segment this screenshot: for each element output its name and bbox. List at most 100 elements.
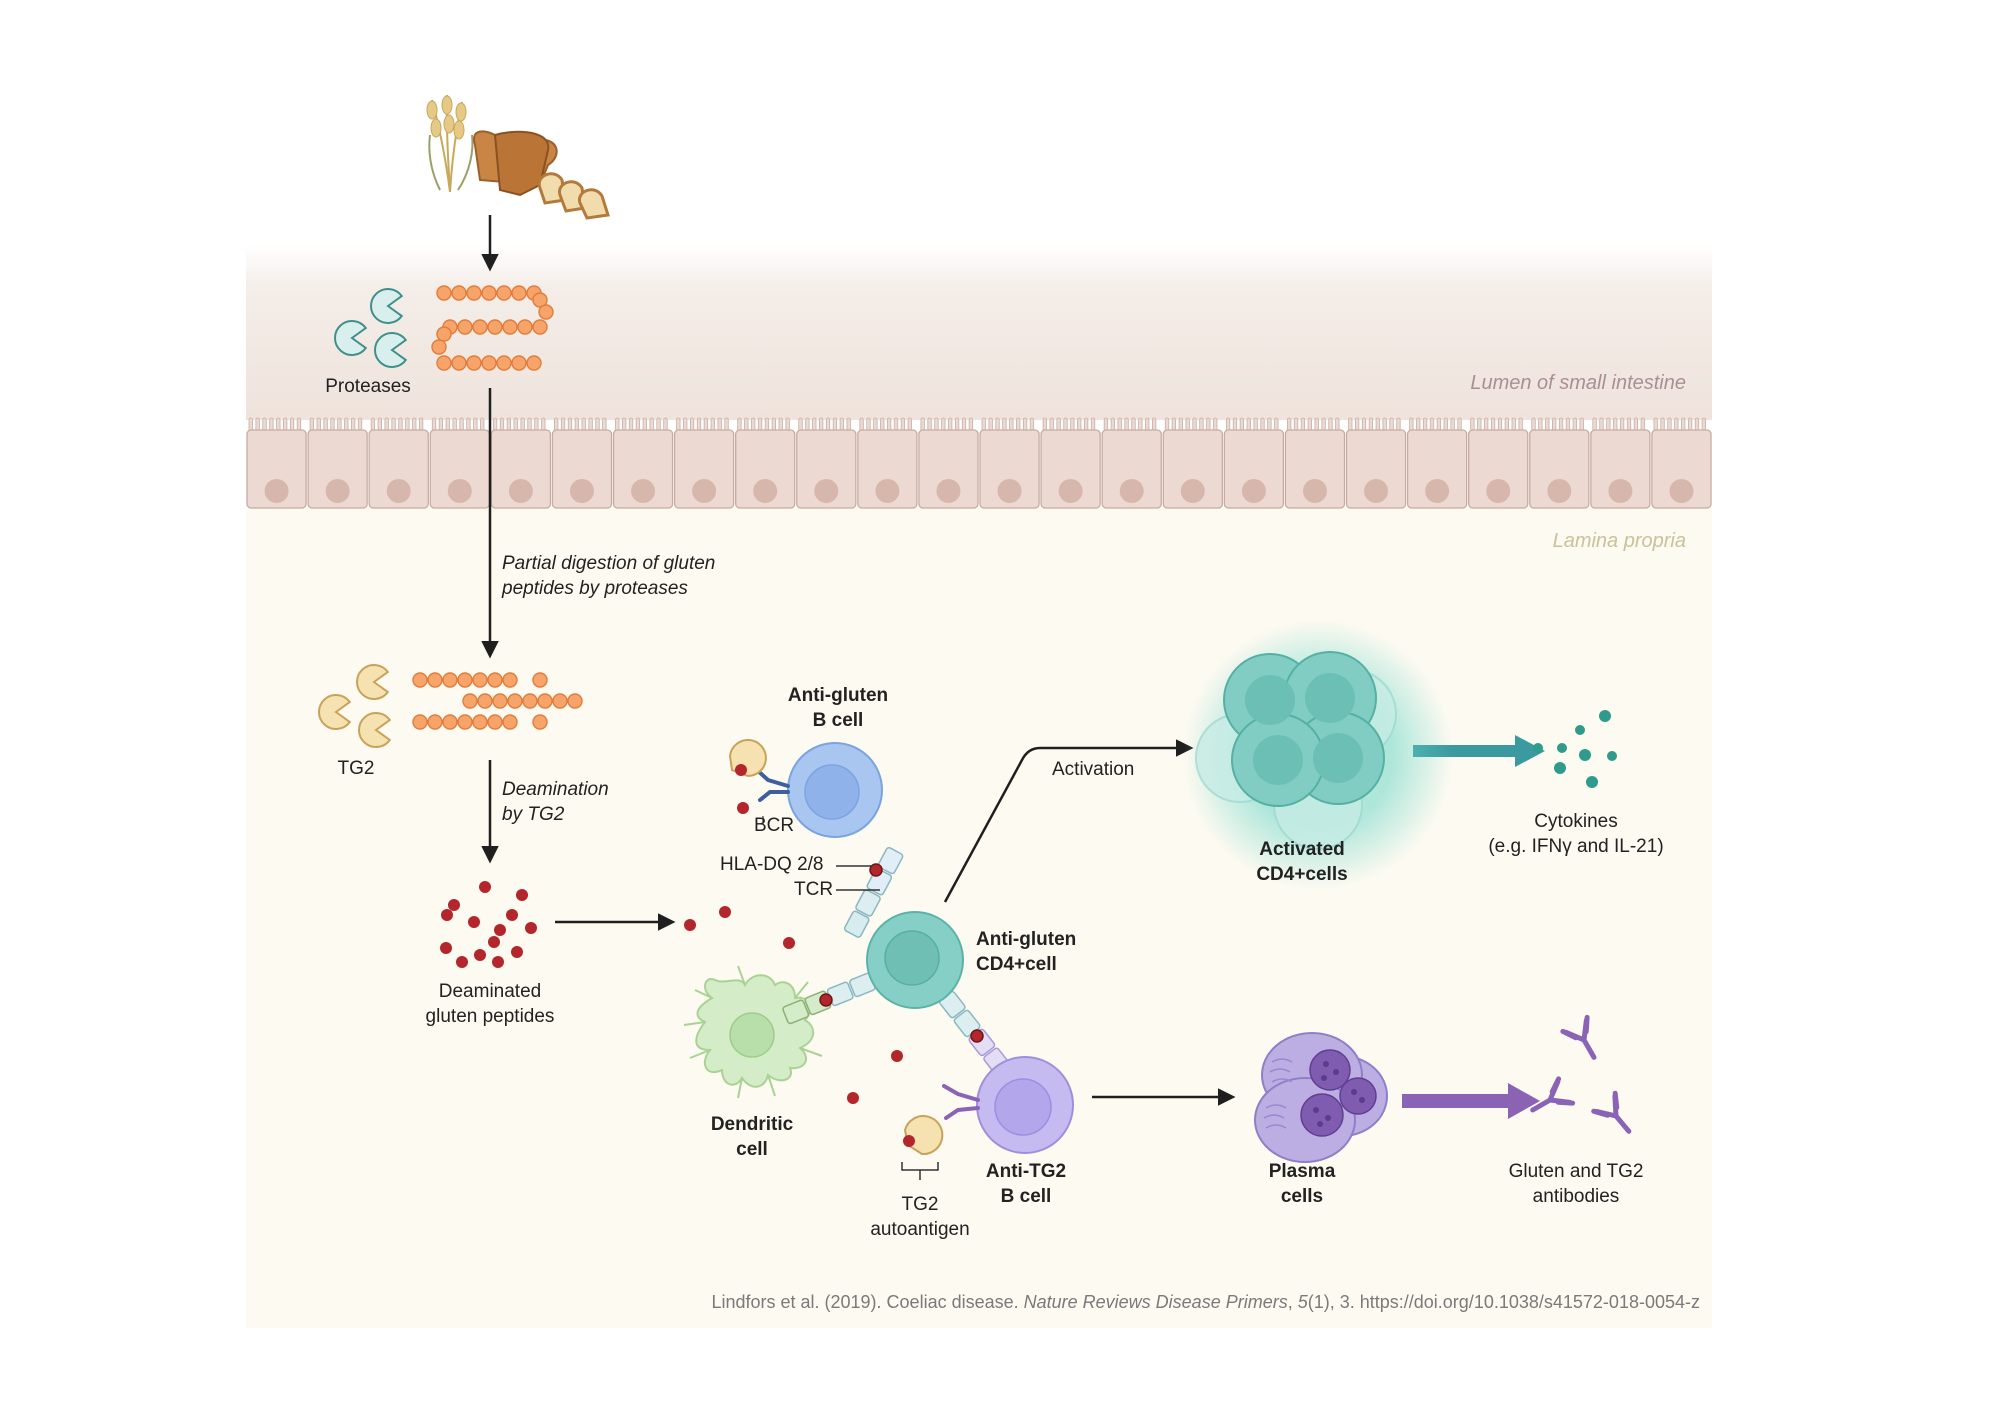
gluten-bead bbox=[436, 285, 452, 301]
activated-line-2: CD4+cells bbox=[1256, 863, 1348, 885]
gluten-bead bbox=[412, 714, 428, 730]
peptide-dot bbox=[511, 946, 523, 958]
activation-label: Activation bbox=[1052, 759, 1135, 780]
gluten-bead bbox=[496, 355, 512, 371]
peptide-dot bbox=[440, 942, 452, 954]
epithelial-cell bbox=[1162, 417, 1223, 509]
epithelial-cell bbox=[1468, 417, 1529, 509]
antibody-icons bbox=[1530, 1014, 1632, 1134]
anti-gluten-cd4-cell bbox=[866, 911, 964, 1009]
activated-cd4-label: Activated CD4+cells bbox=[1256, 838, 1347, 887]
epithelial-cell bbox=[1651, 417, 1712, 509]
gluten-bead bbox=[511, 355, 527, 371]
tg2-label: TG2 bbox=[337, 758, 375, 779]
protease-icon bbox=[374, 332, 408, 368]
deamination-label: Deamination by TG2 bbox=[502, 778, 609, 827]
plasma-cells bbox=[1254, 1032, 1388, 1163]
deaminated-peptides bbox=[440, 881, 537, 968]
epithelial-cell bbox=[918, 417, 979, 509]
gluten-bead bbox=[532, 672, 548, 688]
tg2-autoantigen-label: TG2 autoantigen bbox=[870, 1193, 969, 1242]
gluten-bead bbox=[442, 714, 458, 730]
peptide-dot bbox=[474, 949, 486, 961]
activated-line-1: Activated bbox=[1259, 839, 1345, 860]
lamina-propria-label: Lamina propria bbox=[1552, 530, 1686, 552]
peptide-dot bbox=[479, 881, 491, 893]
citation: Lindfors et al. (2019). Coeliac disease.… bbox=[711, 1292, 1700, 1313]
peptide-dot bbox=[516, 889, 528, 901]
antibody-release-arrow bbox=[1402, 1083, 1540, 1119]
tg2-autoantigen bbox=[903, 1115, 944, 1156]
cytokines-line-1: Cytokines bbox=[1534, 811, 1618, 832]
gluten-bead bbox=[472, 319, 488, 335]
bread-icon bbox=[473, 130, 610, 220]
anti-tg2-b-cell bbox=[976, 1056, 1074, 1154]
peptide-dot bbox=[506, 909, 518, 921]
deamination-line-1: Deamination bbox=[502, 779, 609, 800]
deaminated-peptides-label: Deaminated gluten peptides bbox=[426, 980, 555, 1029]
epithelial-cell bbox=[1101, 417, 1162, 509]
gluten-bead bbox=[466, 355, 482, 371]
tg2-icons bbox=[318, 664, 392, 748]
gluten-bead bbox=[457, 714, 473, 730]
gluten-bead bbox=[496, 285, 512, 301]
gluten-bead bbox=[552, 693, 568, 709]
gluten-bead bbox=[487, 672, 503, 688]
citation-volume: 5 bbox=[1297, 1292, 1308, 1312]
epithelial-cell bbox=[796, 417, 857, 509]
peptide-dot bbox=[525, 922, 537, 934]
anti-gluten-b-line-1: Anti-gluten bbox=[787, 685, 889, 706]
antibodies-line-2: antibodies bbox=[1532, 1185, 1620, 1207]
gluten-bead bbox=[481, 285, 497, 301]
bcr-label: BCR bbox=[754, 815, 795, 836]
gluten-bead bbox=[481, 355, 497, 371]
gluten-bead bbox=[522, 693, 538, 709]
epithelial-cell bbox=[612, 417, 674, 509]
epithelial-cell bbox=[979, 417, 1040, 509]
gluten-bead bbox=[517, 319, 533, 335]
plasma-line-2: cells bbox=[1280, 1185, 1324, 1207]
free-peptide bbox=[737, 802, 749, 814]
epithelial-cell bbox=[1529, 417, 1590, 509]
gluten-chains bbox=[412, 285, 583, 730]
gluten-bead bbox=[457, 672, 473, 688]
gluten-bead bbox=[487, 319, 503, 335]
tcr-label: TCR bbox=[794, 879, 834, 900]
citation-authors: Lindfors et al. (2019). Coeliac disease. bbox=[711, 1292, 1024, 1312]
gluten-bead bbox=[436, 326, 452, 342]
activated-cd4-cluster bbox=[1183, 620, 1453, 890]
lamina-propria-zone bbox=[246, 508, 1712, 1328]
tg2-autoantigen-bracket bbox=[901, 1162, 939, 1180]
deaminated-line-2: gluten peptides bbox=[425, 1005, 555, 1027]
citation-sep: , bbox=[1287, 1292, 1298, 1312]
gluten-bead bbox=[502, 672, 518, 688]
gluten-bead bbox=[427, 672, 443, 688]
gluten-bead bbox=[532, 714, 548, 730]
peptide-dot bbox=[448, 899, 460, 911]
gluten-bead bbox=[532, 292, 548, 308]
epithelial-cell bbox=[857, 417, 918, 509]
gluten-bead bbox=[442, 672, 458, 688]
gluten-bead bbox=[451, 355, 467, 371]
partial-digestion-label: Partial digestion of gluten peptides by … bbox=[502, 552, 715, 601]
anti-gluten-cd4-label: Anti-gluten CD4+cell bbox=[976, 928, 1076, 977]
hla-dq-label: HLA-DQ 2/8 bbox=[720, 854, 824, 875]
hla-tcr-complexes bbox=[782, 846, 1011, 1076]
tg2-icon bbox=[356, 664, 390, 700]
peptide-dot bbox=[456, 956, 468, 968]
epithelial-cell bbox=[1223, 417, 1285, 509]
anti-gluten-b-line-2: B cell bbox=[812, 709, 864, 731]
gluten-bead bbox=[502, 319, 518, 335]
tg2-auto-line-1: TG2 bbox=[901, 1194, 939, 1215]
epithelial-cell bbox=[1590, 417, 1651, 509]
epithelial-cell bbox=[368, 417, 429, 509]
epithelial-cell bbox=[1406, 417, 1468, 509]
gluten-bead bbox=[507, 693, 523, 709]
partial-digestion-line-2: peptides by proteases bbox=[502, 577, 688, 599]
epithelial-cell bbox=[551, 417, 613, 509]
citation-rest: (1), 3. https://doi.org/10.1038/s41572-0… bbox=[1307, 1292, 1700, 1312]
gluten-bead bbox=[477, 693, 493, 709]
protease-icon bbox=[370, 288, 404, 324]
